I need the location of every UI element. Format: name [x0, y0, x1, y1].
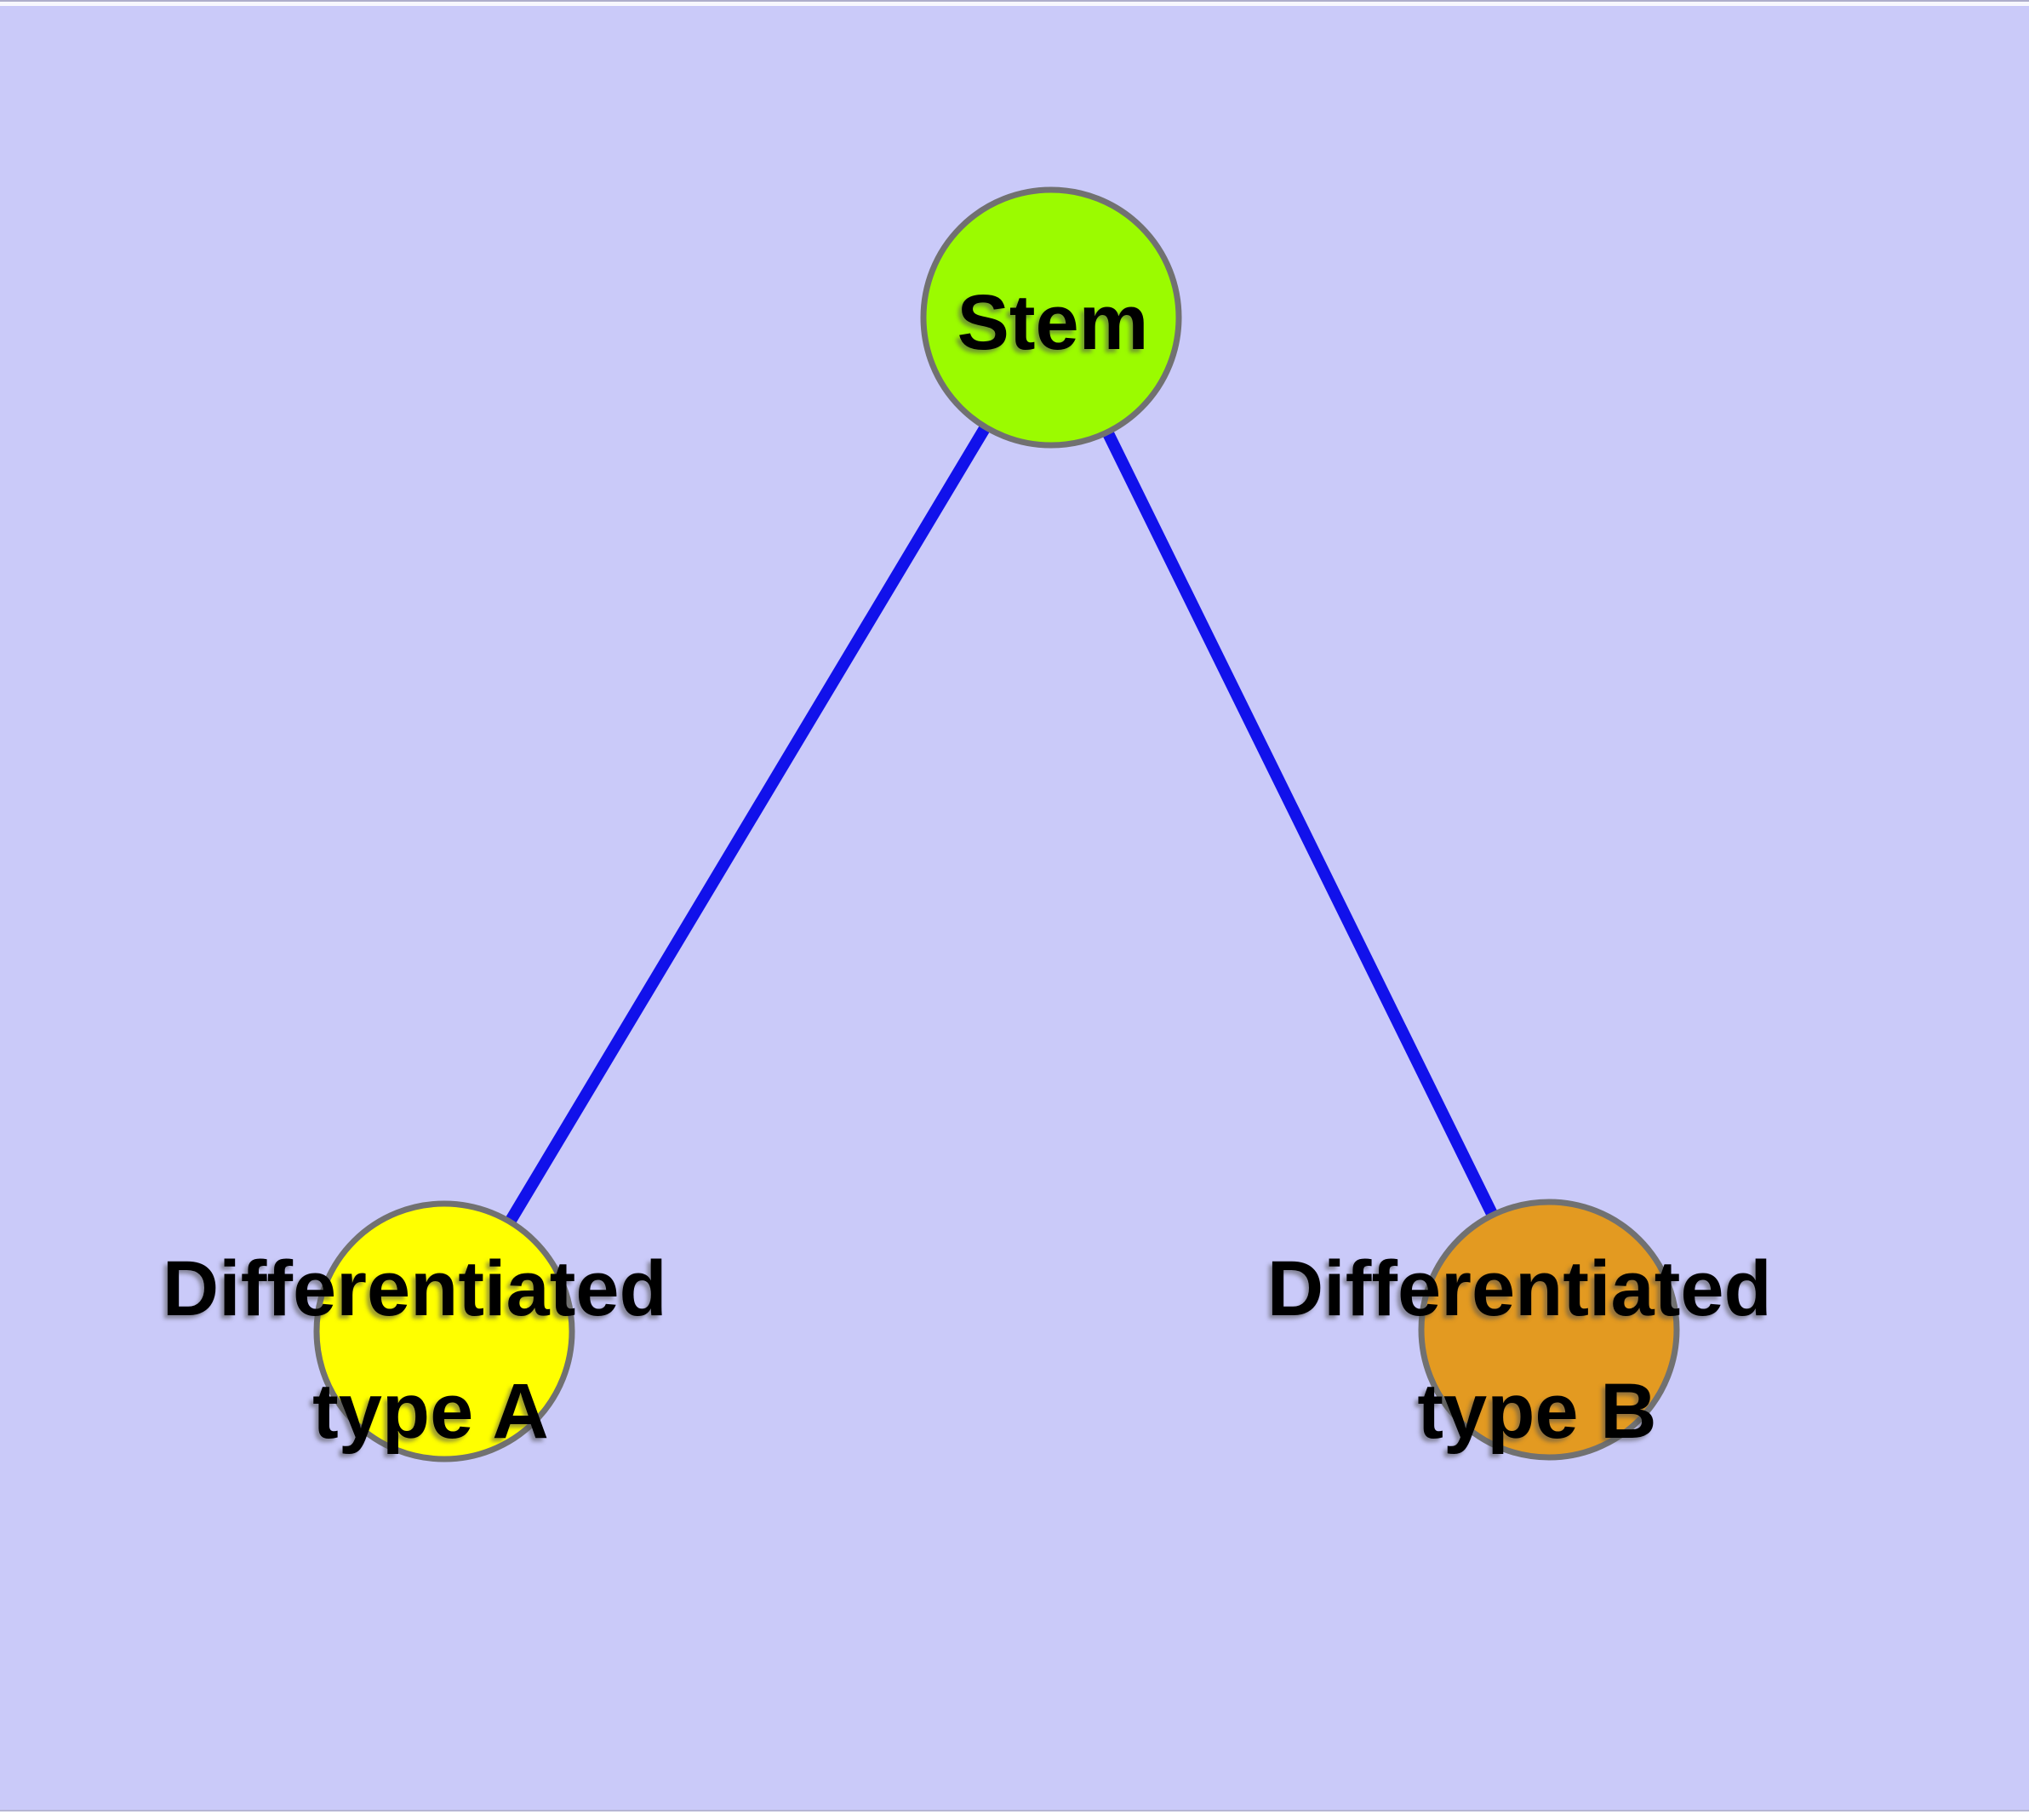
- node-stem-circle: [920, 186, 1182, 449]
- node-type-a-circle: [313, 1200, 575, 1462]
- node-type-a-label: Differentiated type A: [163, 1245, 689, 1455]
- node-type-b-label: Differentiated type B: [1267, 1245, 1794, 1455]
- edge-stem-to-type-b: [1045, 314, 1555, 1333]
- bottom-border-line: [0, 1810, 2029, 1811]
- bottom-white-strip: [0, 1811, 2029, 1820]
- node-type-a-label-line1: Differentiated: [163, 1245, 667, 1332]
- node-type-b-circle: [1418, 1199, 1680, 1461]
- node-type-b-label-line2: type B: [1417, 1368, 1656, 1455]
- top-border-line: [0, 0, 2029, 2]
- node-type-b-label-line1: Differentiated: [1267, 1245, 1772, 1332]
- top-white-strip: [0, 2, 2029, 6]
- edge-stem-to-type-a: [438, 314, 1057, 1335]
- node-type-a-label-line2: type A: [312, 1368, 549, 1455]
- node-stem-label: Stem: [957, 279, 1149, 366]
